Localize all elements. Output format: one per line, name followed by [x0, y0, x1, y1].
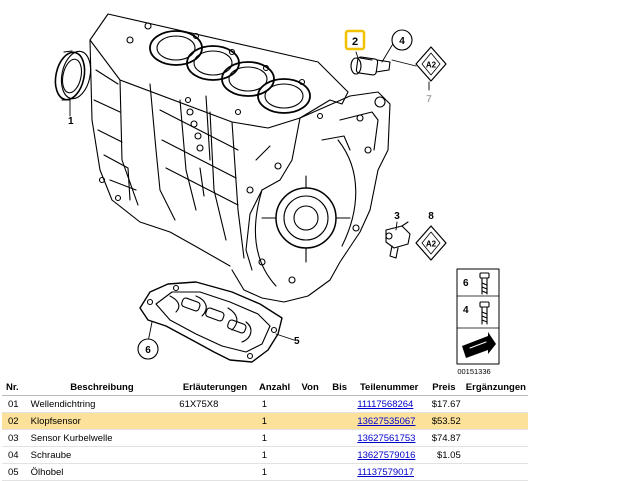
- warning-sign-label: A2: [426, 61, 437, 70]
- cell-extras: [463, 395, 528, 413]
- col-header-part-number: Teilenummer: [354, 379, 425, 396]
- cell-price: $1.05: [424, 446, 464, 464]
- cell-from: [295, 446, 325, 464]
- cell-part-number: 11117568264: [354, 395, 425, 413]
- crankshaft-sensor-icon: [385, 221, 411, 259]
- cell-notes: [176, 429, 254, 447]
- cell-nr: 04: [2, 446, 28, 464]
- cell-to: [324, 463, 355, 481]
- col-header-extras: Ergänzungen: [463, 379, 528, 396]
- warning-sign-icon[interactable]: A2: [415, 225, 447, 261]
- cell-description: Schraube: [27, 446, 177, 464]
- cell-description: Sensor Kurbelwelle: [27, 429, 177, 447]
- cell-extras: [463, 446, 528, 464]
- bolt-long-icon: [479, 272, 490, 295]
- callout-6[interactable]: 6: [145, 345, 151, 356]
- engine-block-illustration: 1 2 3 4 5 6 7 8 A2 A2 6 4: [54, 13, 500, 376]
- cell-description: Ölhobel: [27, 463, 177, 481]
- cell-nr: 03: [2, 429, 28, 447]
- oil-baffle-icon: [139, 281, 283, 363]
- col-header-to: Bis: [324, 379, 355, 396]
- callout-3[interactable]: 3: [394, 211, 400, 222]
- cell-nr: 02: [2, 412, 28, 430]
- leader-lines: [69, 41, 430, 343]
- cell-notes: 61X75X8: [176, 395, 254, 413]
- cell-from: [295, 395, 325, 413]
- warning-sign-label: A2: [426, 240, 437, 249]
- cell-extras: [463, 412, 528, 430]
- cell-extras: [463, 429, 528, 447]
- col-header-description: Beschreibung: [27, 379, 177, 396]
- callout-2[interactable]: 2: [352, 36, 358, 48]
- col-header-nr: Nr.: [2, 379, 28, 396]
- col-header-notes: Erläuterungen: [176, 379, 254, 396]
- warning-sign-icon[interactable]: A2: [415, 46, 447, 82]
- cell-to: [324, 429, 355, 447]
- callout-4-circle: [391, 29, 413, 51]
- cell-price: $17.67: [424, 395, 464, 413]
- cell-nr: 05: [2, 463, 28, 481]
- cell-nr: 01: [2, 395, 28, 413]
- cell-notes: [176, 463, 254, 481]
- cell-to: [324, 395, 355, 413]
- cell-part-number: 13627561753: [354, 429, 425, 447]
- bolt-legend: 6 4: [456, 268, 500, 365]
- shaft-seal-ring-icon: [54, 50, 92, 101]
- cell-quantity: 1: [253, 429, 296, 447]
- table-header-row: Nr. Beschreibung Erläuterungen Anzahl Vo…: [2, 379, 528, 396]
- part-number-link[interactable]: 13627535067: [357, 415, 416, 427]
- cell-from: [295, 463, 325, 481]
- cell-notes: [176, 412, 254, 430]
- cell-description: Klopfsensor: [27, 412, 177, 430]
- cell-notes: [176, 446, 254, 464]
- part-number-link[interactable]: 13627579016: [357, 449, 416, 461]
- cell-price: [424, 463, 464, 481]
- callout-7[interactable]: 7: [426, 94, 432, 105]
- engine-block-icon: [89, 13, 391, 303]
- cell-part-number: 13627535067: [354, 412, 425, 430]
- legend-label-6: 6: [463, 278, 469, 289]
- cell-description: Wellendichtring: [27, 395, 177, 413]
- part-number-link[interactable]: 13627561753: [357, 432, 416, 444]
- legend-label-4: 4: [463, 305, 469, 316]
- parts-table: Nr. Beschreibung Erläuterungen Anzahl Vo…: [2, 379, 528, 481]
- cell-extras: [463, 463, 528, 481]
- cell-quantity: 1: [253, 412, 296, 430]
- col-header-quantity: Anzahl: [253, 379, 296, 396]
- cell-quantity: 1: [253, 446, 296, 464]
- callout-4[interactable]: 4: [399, 36, 405, 47]
- parts-diagram: 1 2 3 4 5 6 7 8 A2 A2 6 4: [54, 13, 500, 376]
- drawing-id: 00151336: [457, 367, 490, 376]
- cell-to: [324, 446, 355, 464]
- callout-1[interactable]: 1: [68, 116, 74, 127]
- part-number-link[interactable]: 11137579017: [357, 466, 415, 478]
- cell-quantity: 1: [253, 395, 296, 413]
- knock-sensor-icon: [350, 56, 391, 76]
- arrow-icon: [462, 332, 496, 358]
- cell-from: [295, 429, 325, 447]
- callout-6-circle: [137, 338, 159, 360]
- col-header-from: Von: [295, 379, 325, 396]
- callout-2-highlight: [344, 29, 366, 51]
- cell-price: $74.87: [424, 429, 464, 447]
- cell-price: $53.52: [424, 412, 464, 430]
- col-header-price: Preis: [424, 379, 464, 396]
- cell-from: [295, 412, 325, 430]
- cell-to: [324, 412, 355, 430]
- callout-5[interactable]: 5: [294, 336, 300, 347]
- callout-8[interactable]: 8: [428, 211, 434, 222]
- part-number-link[interactable]: 11117568264: [357, 398, 414, 410]
- cell-part-number: 13627579016: [354, 446, 425, 464]
- cell-quantity: 1: [253, 463, 296, 481]
- bolt-short-icon: [479, 301, 490, 325]
- cell-part-number: 11137579017: [354, 463, 425, 481]
